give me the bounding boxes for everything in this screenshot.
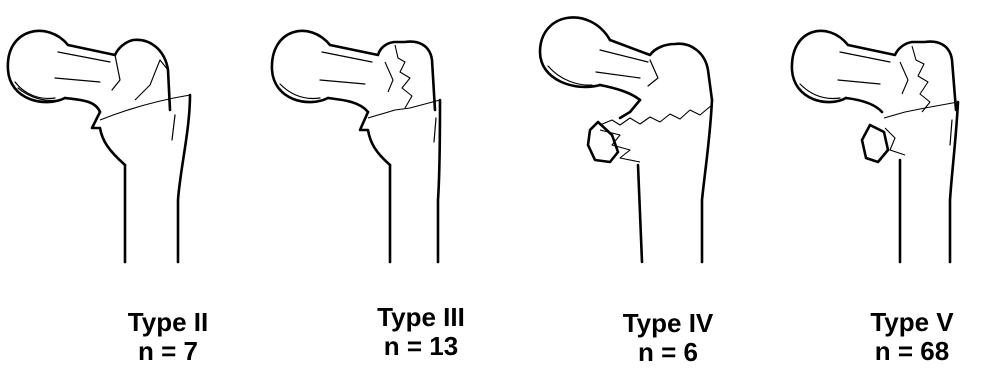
femoral-neck [65,40,170,112]
count-label: n = 13 [341,332,501,361]
femoral-neck [600,40,712,100]
femoral-head [540,17,610,87]
type-label: Type IV [588,309,748,338]
count-label: n = 7 [88,337,248,366]
type-label: Type III [341,303,501,332]
femur-drawing-type-v [792,31,958,262]
femoral-head [8,31,68,102]
type-label: Type V [832,308,992,337]
count-label: n = 68 [832,337,992,366]
femoral-neck [328,42,435,112]
panel-label-type-ii: Type II n = 7 [88,308,248,366]
femoral-shaft [125,95,190,262]
femoral-neck [846,42,956,112]
lesser-trochanter-fragment [588,122,618,162]
panel-label-type-v: Type V n = 68 [832,308,992,366]
type-label: Type II [88,308,248,337]
femoral-head [272,31,330,102]
lesser-trochanter-fragment [862,125,888,162]
femoral-shaft [900,102,958,262]
fracture-line [600,105,712,125]
femur-drawing-type-iii [272,31,440,262]
count-label: n = 6 [588,338,748,367]
femoral-shaft [390,100,440,262]
femoral-shaft [638,100,712,262]
femur-drawing-type-iv [540,17,712,262]
fracture-line [100,95,190,120]
panel-label-type-iii: Type III n = 13 [341,303,501,361]
fracture-line [884,102,958,118]
femur-drawing-type-ii [8,31,190,262]
panel-label-type-iv: Type IV n = 6 [588,309,748,367]
fracture-line [368,100,440,118]
femoral-head [792,31,848,102]
